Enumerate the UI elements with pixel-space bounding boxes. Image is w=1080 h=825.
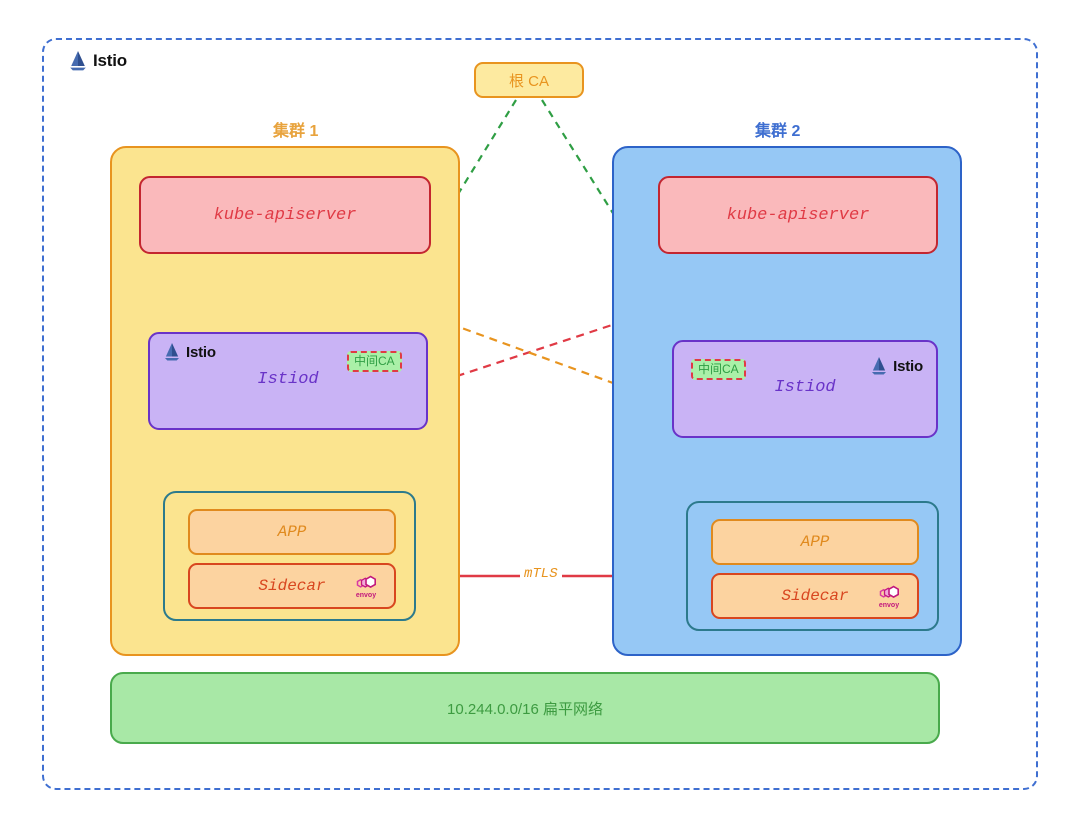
cluster2-kube-apiserver[interactable]: kube-apiserver	[658, 176, 938, 254]
cluster2-title: 集群 2	[755, 123, 801, 140]
cluster1-istiod-logo-label: Istio	[186, 343, 216, 361]
cluster2-app-label: APP	[800, 533, 830, 551]
envoy-logo-icon: envoy	[872, 579, 906, 613]
cluster1-app-container[interactable]: APP	[188, 509, 396, 555]
cluster1-sidecar-label: Sidecar	[258, 577, 326, 595]
cluster2-istiod-logo: Istio	[870, 356, 923, 376]
cluster2-istiod-label: Istiod	[774, 378, 836, 397]
cluster2-istiod-logo-label: Istio	[893, 357, 923, 375]
cluster2-intermediate-ca-badge[interactable]: 中间CA	[691, 359, 746, 380]
flat-network-box: 10.244.0.0/16 扁平网络	[110, 672, 940, 744]
cluster1-kube-apiserver[interactable]: kube-apiserver	[139, 176, 431, 254]
cluster2-istiod[interactable]: Istio Istiod 中间CA	[672, 340, 938, 438]
cluster2-sidecar-label: Sidecar	[781, 587, 849, 605]
cluster2-app-container[interactable]: APP	[711, 519, 919, 565]
root-ca-node[interactable]: 根 CA	[474, 62, 584, 98]
envoy-wordmark: envoy	[878, 601, 900, 609]
mesh-boundary-frame	[42, 38, 1038, 790]
cluster2-apiserver-label: kube-apiserver	[726, 205, 870, 225]
cluster2-pod: APP Sidecar envoy	[686, 501, 939, 631]
istio-sail-icon	[70, 51, 86, 71]
envoy-wordmark: envoy	[355, 591, 377, 599]
cluster1-pod: APP Sidecar envoy	[163, 491, 416, 621]
envoy-logo-icon: envoy	[349, 569, 383, 603]
mtls-edge-label: mTLS	[520, 566, 562, 582]
istio-wordmark: Istio	[93, 51, 127, 70]
cluster1-title: 集群 1	[273, 123, 319, 140]
cluster1-intermediate-ca-badge[interactable]: 中间CA	[347, 351, 402, 372]
istio-brand-logo: Istio	[68, 50, 127, 72]
cluster1-apiserver-label: kube-apiserver	[213, 205, 357, 225]
root-ca-label: 根 CA	[508, 72, 549, 90]
flat-network-label: 10.244.0.0/16 扁平网络	[447, 700, 603, 718]
istio-sail-icon	[164, 343, 180, 361]
cluster1-sidecar-container[interactable]: Sidecar envoy	[188, 563, 396, 609]
istio-sail-icon	[872, 357, 887, 375]
cluster2-sidecar-container[interactable]: Sidecar envoy	[711, 573, 919, 619]
cluster1-istiod-label: Istiod	[257, 370, 319, 389]
cluster1-app-label: APP	[277, 523, 307, 541]
cluster1-istiod[interactable]: Istio Istiod 中间CA	[148, 332, 428, 430]
cluster1-istiod-logo: Istio	[163, 342, 216, 362]
